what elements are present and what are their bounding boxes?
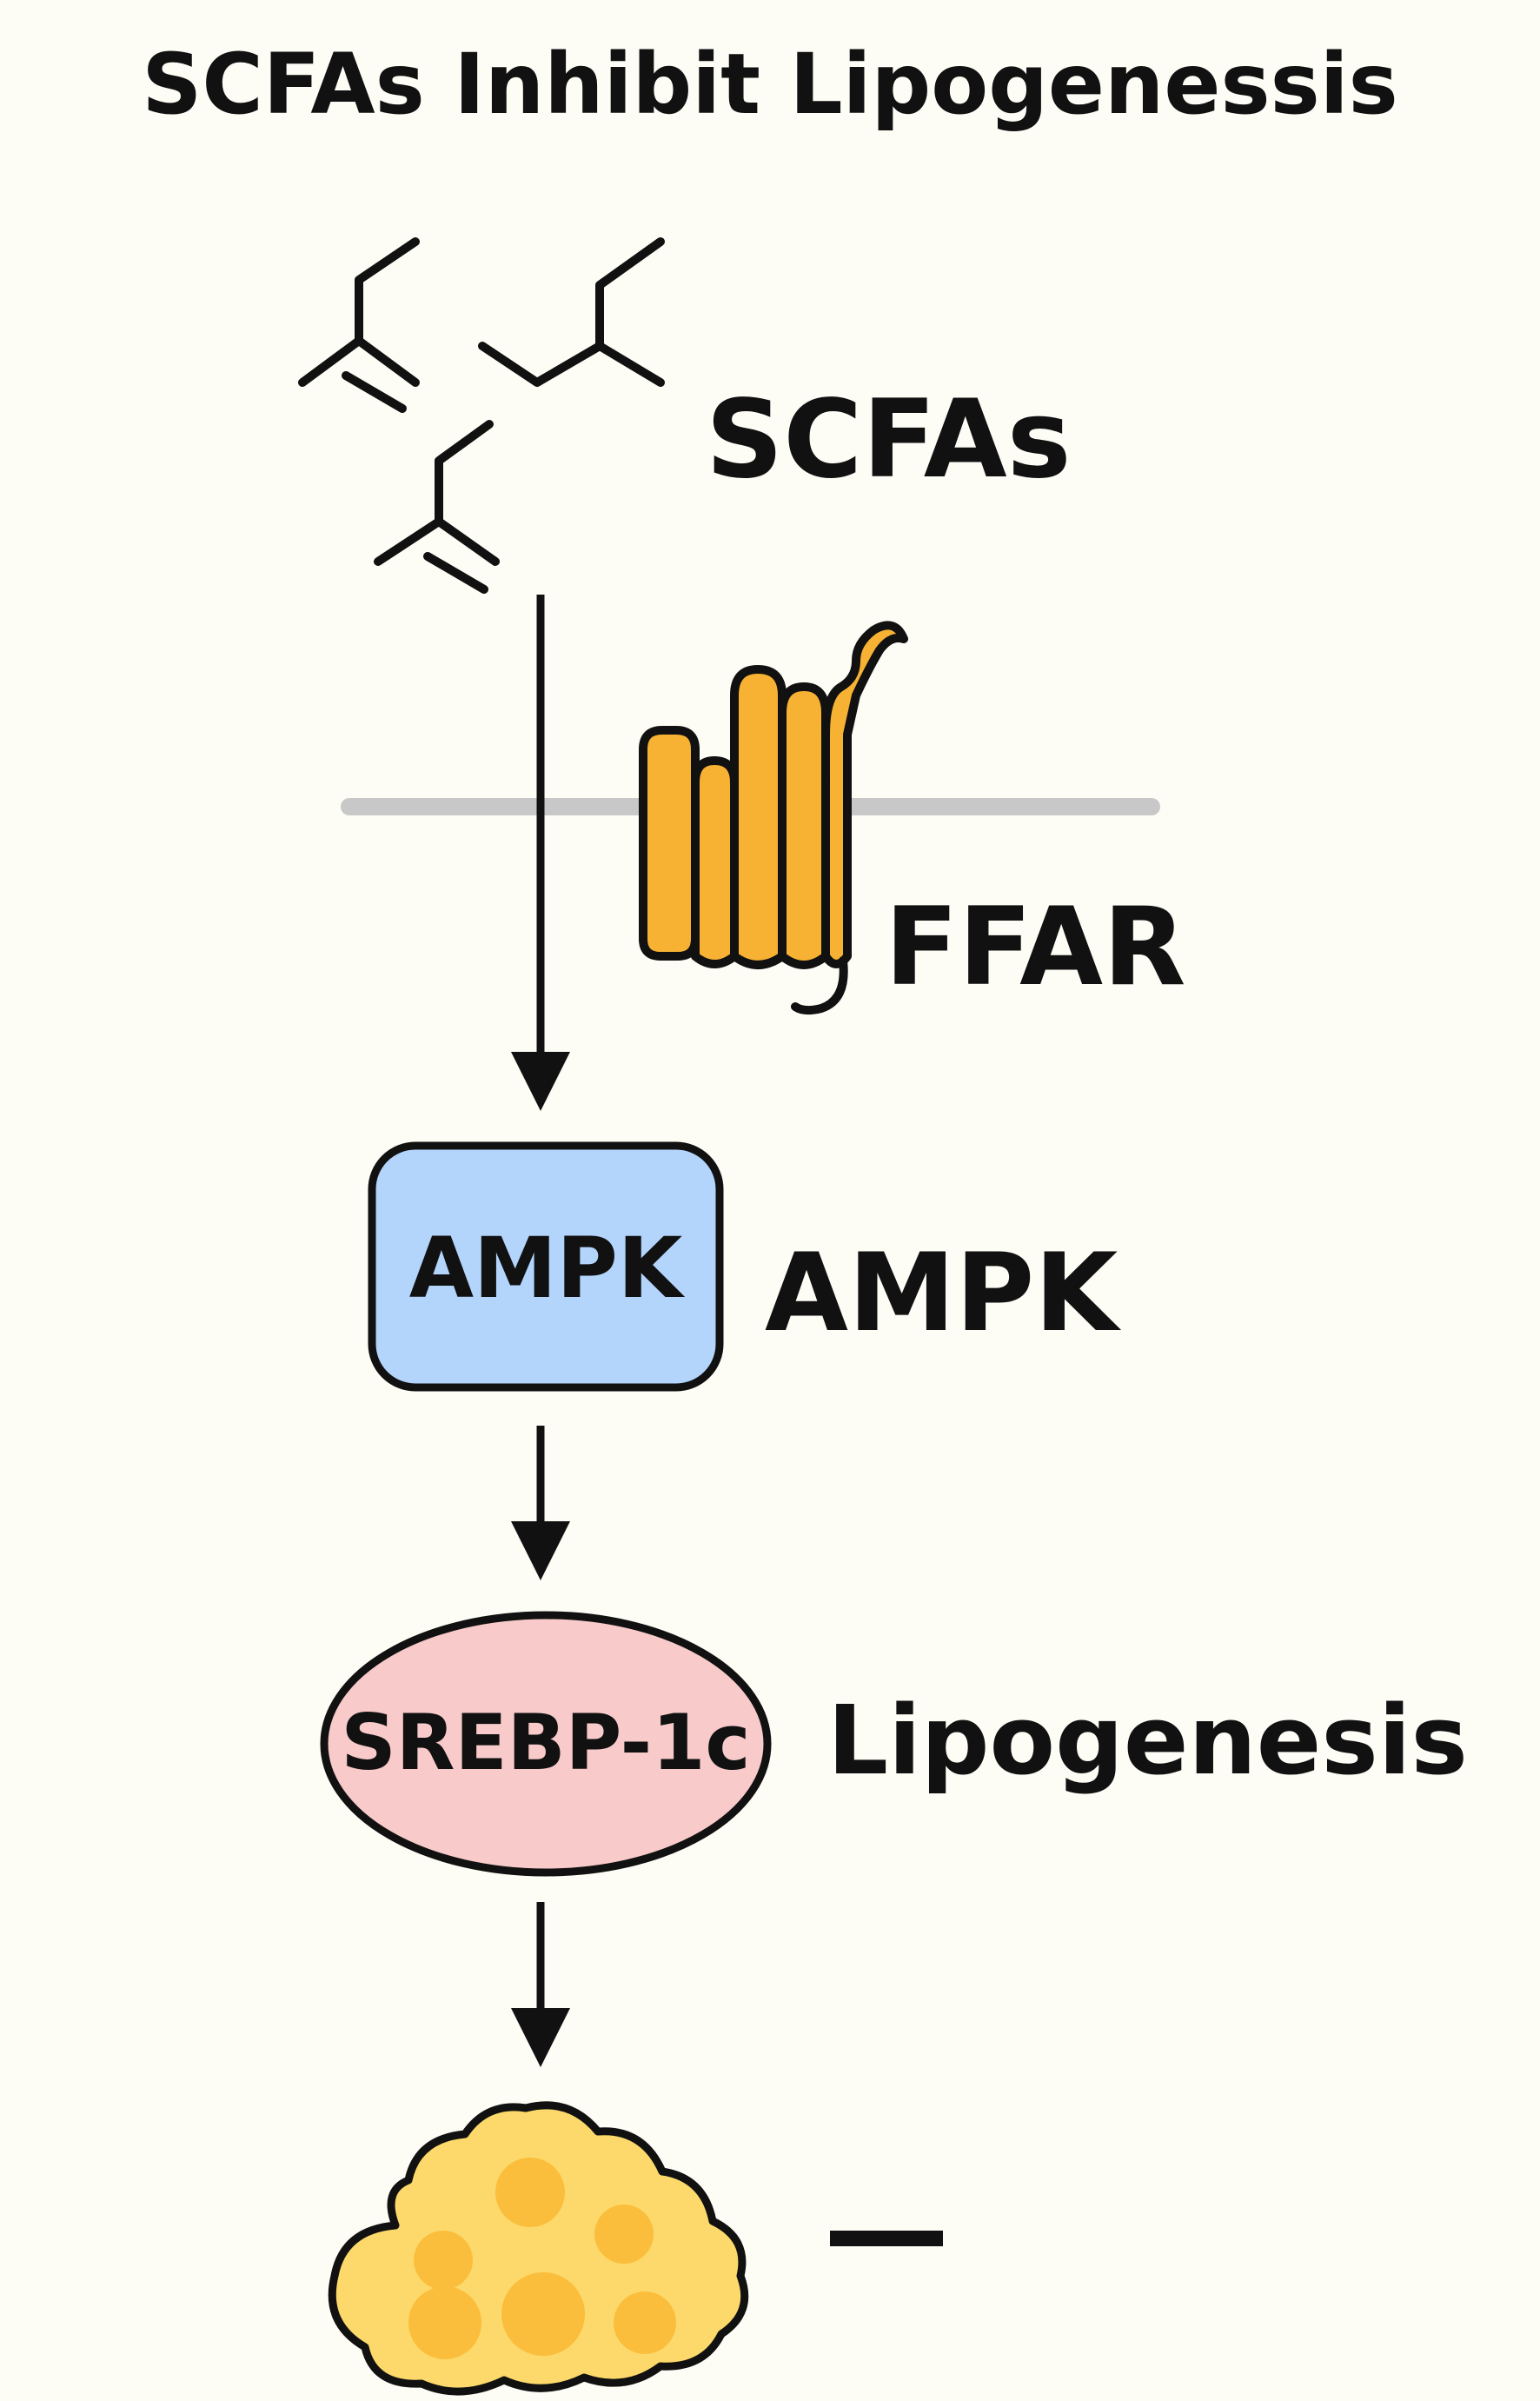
ffar-label: FFAR — [885, 885, 1186, 1010]
arrow-scfa-to-ampk — [511, 595, 570, 1111]
lipogenesis-label: Lipogenesis — [827, 1685, 1468, 1796]
inhibition-mark-text: – — [886, 2244, 887, 2245]
arrow-ampk-to-srebp — [511, 1426, 570, 1580]
srebp-ellipse — [320, 1611, 772, 1877]
srebp-label: SREBP-1c — [341, 1698, 750, 1787]
scfas-label: SCFAs — [706, 377, 1072, 502]
ampk-box — [368, 1141, 724, 1392]
inhibition-mark: – — [830, 2231, 943, 2246]
ampk-box-label: AMPK — [409, 1220, 686, 1317]
fat-cell-icon — [328, 2101, 749, 2396]
ampk-side-label: AMPK — [765, 1231, 1121, 1356]
page-title: SCFAs Inhibit Lipogenessis — [142, 36, 1398, 133]
ffar-receptor-icon — [639, 621, 908, 1015]
scfa-molecule-icon — [298, 237, 665, 594]
arrow-srebp-to-fat — [511, 1902, 570, 2067]
